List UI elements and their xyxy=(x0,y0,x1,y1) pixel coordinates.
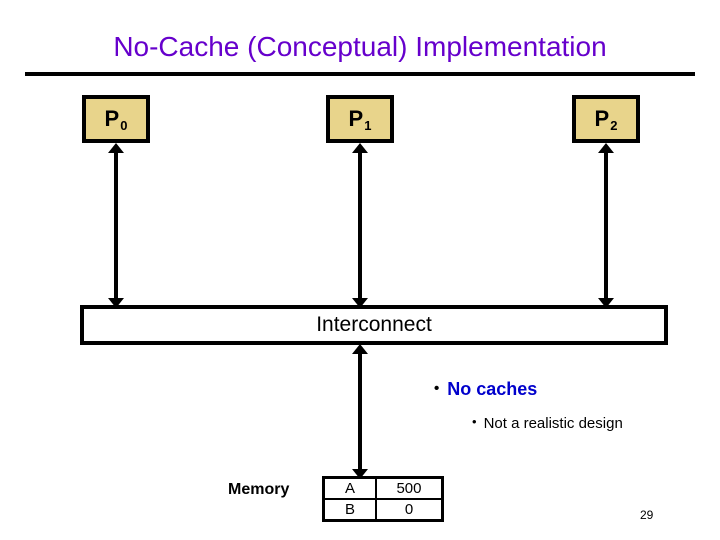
processor-index-p1: 1 xyxy=(364,118,372,133)
arrowhead-down-icon xyxy=(352,298,368,308)
bullet-marker-icon: • xyxy=(472,414,477,429)
bidirectional-arrow-p0-interconnect xyxy=(108,143,124,308)
bullet-item-no-caches: • No caches xyxy=(434,379,537,400)
bullet-item-not-realistic: • Not a realistic design xyxy=(472,414,623,432)
arrowhead-down-icon xyxy=(352,469,368,479)
processor-label-p2: P xyxy=(594,106,610,131)
arrowhead-down-icon xyxy=(598,298,614,308)
memory-table: A 500 B 0 xyxy=(322,476,444,522)
processor-label-p1: P xyxy=(348,106,364,131)
page-number: 29 xyxy=(640,508,654,522)
interconnect-box: Interconnect xyxy=(80,305,668,345)
memory-value-cell: 500 xyxy=(374,476,444,500)
table-row: A 500 xyxy=(322,476,444,500)
processor-label-p0: P xyxy=(104,106,120,131)
processor-index-p0: 0 xyxy=(120,118,128,133)
arrowhead-down-icon xyxy=(108,298,124,308)
bidirectional-arrow-p1-interconnect xyxy=(352,143,368,308)
arrowhead-up-icon xyxy=(598,143,614,153)
page-title: No-Cache (Conceptual) Implementation xyxy=(113,31,607,62)
arrow-shaft xyxy=(604,151,608,300)
bidirectional-arrow-interconnect-memory xyxy=(352,344,368,479)
bullet-level2-text: Not a realistic design xyxy=(483,415,623,432)
bidirectional-arrow-p2-interconnect xyxy=(598,143,614,308)
memory-value-cell: 0 xyxy=(374,498,444,522)
processor-index-p2: 2 xyxy=(610,118,618,133)
arrow-shaft xyxy=(114,151,118,300)
table-row: B 0 xyxy=(322,498,444,522)
memory-label: Memory xyxy=(228,481,290,498)
arrowhead-up-icon xyxy=(352,344,368,354)
arrowhead-up-icon xyxy=(352,143,368,153)
bullet-marker-icon: • xyxy=(434,380,440,397)
bullet-level1-text: No caches xyxy=(447,379,538,399)
arrowhead-up-icon xyxy=(108,143,124,153)
arrow-shaft xyxy=(358,151,362,300)
title-divider xyxy=(25,72,695,76)
memory-address-cell: A xyxy=(322,476,377,500)
interconnect-label: Interconnect xyxy=(316,313,432,336)
memory-address-cell: B xyxy=(322,498,377,522)
arrow-shaft xyxy=(358,352,362,471)
